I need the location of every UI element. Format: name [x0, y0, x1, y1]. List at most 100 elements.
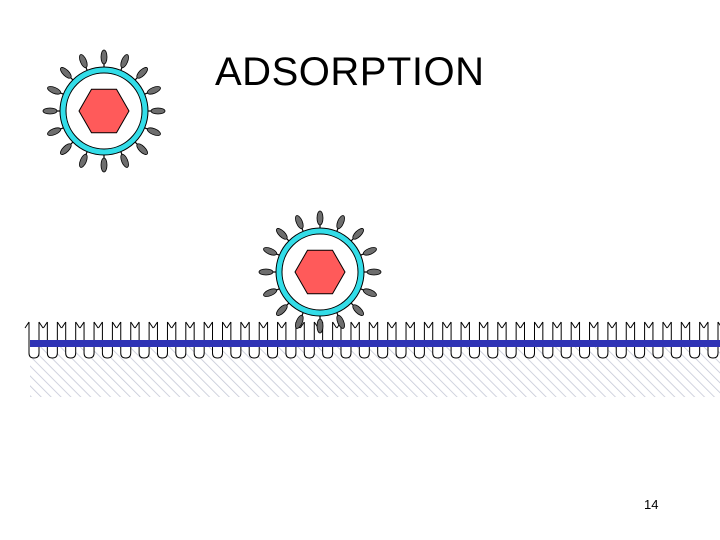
capsid — [78, 88, 130, 134]
receptor-arm-right — [405, 321, 411, 329]
spike-head — [352, 304, 364, 316]
receptor-arm-left — [263, 321, 268, 329]
spike-protein — [316, 314, 324, 334]
receptor-arm-left — [189, 321, 195, 329]
spike-head — [100, 49, 108, 65]
receptor-arm-right — [460, 321, 466, 329]
spike-head — [295, 314, 304, 329]
receptor-arm-right — [662, 321, 668, 329]
spike-head — [60, 143, 72, 155]
spike-head — [258, 268, 274, 276]
receptor-arm-left — [299, 321, 305, 329]
receptor-arm-left — [538, 321, 544, 329]
receptor-arm-right — [387, 321, 393, 329]
spike-protein — [276, 301, 291, 316]
spike-head — [263, 288, 278, 297]
receptor-arm-right — [111, 321, 117, 329]
receptor-arm-left — [208, 321, 213, 329]
spike-head — [146, 86, 161, 95]
receptor-arm-left — [520, 321, 525, 329]
receptor-arm-left — [685, 321, 691, 329]
receptor-arm-left — [244, 321, 250, 329]
spike-head — [47, 86, 62, 95]
receptor-arm-right — [148, 321, 154, 329]
receptor-arm-right — [570, 321, 576, 329]
spike-head — [316, 318, 324, 334]
receptor-arm-right — [607, 321, 613, 329]
attached-virion — [258, 210, 382, 334]
receptor-arm-right — [56, 321, 62, 329]
receptor-arm-left — [134, 321, 140, 329]
receptor-arm-left — [42, 321, 48, 329]
spike-head — [263, 247, 278, 256]
receptor-arm-right — [240, 321, 246, 329]
receptor-arm-left — [171, 321, 177, 329]
receptor-arm-right — [368, 321, 374, 329]
spike-protein — [146, 107, 166, 115]
receptor-arm-left — [630, 321, 636, 329]
receptor-arm-left — [648, 321, 654, 329]
receptor-arm-left — [281, 321, 287, 329]
spike-protein — [362, 268, 382, 276]
receptor-arm-left — [483, 321, 489, 329]
receptor-arm-right — [93, 321, 99, 329]
receptor-arm-right — [479, 321, 484, 329]
receptor-arm-left — [501, 321, 507, 329]
spike-head — [146, 127, 161, 136]
spike-head — [100, 157, 108, 173]
receptor-arm-right — [277, 321, 282, 329]
receptor-arm-left — [703, 321, 709, 329]
receptor-arm-left — [575, 321, 580, 329]
spike-head — [362, 247, 377, 256]
receptor-arm-left — [666, 321, 672, 329]
receptor-arm-left — [391, 321, 397, 329]
receptor-arm-left — [373, 321, 379, 329]
receptor-arm-left — [24, 321, 30, 329]
cell-membrane — [30, 340, 720, 347]
receptor-arm-right — [717, 321, 720, 326]
spike-head — [295, 215, 304, 230]
receptor-arm-right — [75, 321, 81, 329]
spike-protein — [316, 210, 324, 230]
receptor-arm-right — [222, 321, 227, 329]
receptor-arm-left — [556, 321, 562, 329]
spike-head — [352, 228, 364, 240]
page-number: 14 — [644, 497, 659, 512]
spike-head — [336, 314, 345, 329]
receptor-arm-left — [226, 321, 232, 329]
receptor-arm-left — [97, 321, 103, 329]
slide-title: ADSORPTION — [215, 50, 485, 94]
spike-head — [362, 288, 377, 297]
receptor-arm-left — [446, 321, 452, 329]
receptor-arm-left — [611, 321, 617, 329]
receptor-arm-left — [465, 321, 470, 329]
free-virion — [42, 49, 166, 173]
receptor-arm-right — [497, 321, 503, 329]
receptor-arm-right — [534, 321, 539, 329]
receptor-arm-left — [354, 321, 360, 329]
receptor-arm-right — [38, 321, 44, 329]
spike-head — [276, 304, 288, 316]
receptor-arm-right — [644, 321, 650, 329]
host-cell — [24, 321, 720, 397]
spike-head — [336, 215, 345, 230]
receptor-arm-left — [79, 321, 85, 329]
receptor-arm-left — [409, 321, 415, 329]
spike-head — [136, 143, 148, 155]
receptor-arm-right — [625, 321, 631, 329]
receptor-arm-left — [153, 321, 158, 329]
receptor-arm-left — [428, 321, 434, 329]
receptor-arm-right — [515, 321, 521, 329]
spike-head — [120, 54, 129, 69]
spike-head — [276, 228, 288, 240]
spike-head — [79, 54, 88, 69]
spike-head — [79, 153, 88, 168]
receptor-arm-right — [130, 321, 136, 329]
receptor-arm-left — [116, 321, 122, 329]
receptor-arm-right — [185, 321, 191, 329]
spike-head — [47, 127, 62, 136]
spike-head — [316, 210, 324, 226]
spike-head — [42, 107, 58, 115]
spike-head — [136, 67, 148, 79]
